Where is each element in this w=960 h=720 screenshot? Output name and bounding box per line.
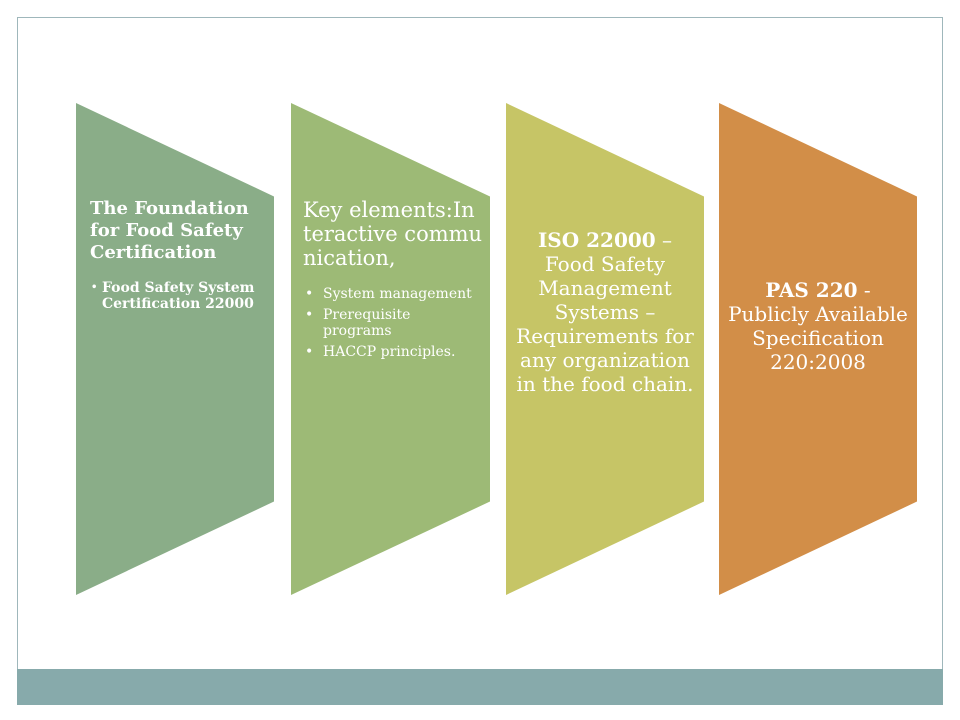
- step-2-title: Key elements:Interactive communication,: [303, 198, 483, 270]
- process-step-1-shape: [76, 103, 274, 595]
- step-2-bullet: HACCP principles.: [305, 344, 483, 360]
- step-3-title-bold: ISO 22000: [537, 228, 656, 252]
- step-1-bullet: Food Safety System Certification 22000: [91, 280, 260, 312]
- process-step-3-content: ISO 22000 – Food Safety Management Syste…: [514, 228, 696, 396]
- process-step-3-shape: [506, 103, 704, 595]
- process-step-1-content: The Foundation for Food Safety Certifica…: [90, 198, 260, 312]
- step-1-bullet-list: Food Safety System Certification 22000: [90, 280, 260, 312]
- step-1-title: The Foundation for Food Safety Certifica…: [90, 198, 249, 263]
- process-step-4-shape: [719, 103, 917, 595]
- footer-bar: [17, 669, 943, 705]
- step-2-bullet: Prerequisite programs: [305, 307, 483, 339]
- step-4-title-rest: - Publicly Available Specification 220:2…: [728, 278, 908, 374]
- step-2-bullet: System management: [305, 286, 483, 302]
- step-4-title-bold: PAS 220: [765, 278, 858, 302]
- process-step-4-content: PAS 220 - Publicly Available Specificati…: [727, 278, 909, 374]
- step-2-bullet-list: System management Prerequisite programs …: [303, 286, 483, 360]
- process-step-2-content: Key elements:Interactive communication, …: [303, 198, 483, 365]
- step-3-title-rest: – Food Safety Management Systems – Requi…: [516, 228, 694, 396]
